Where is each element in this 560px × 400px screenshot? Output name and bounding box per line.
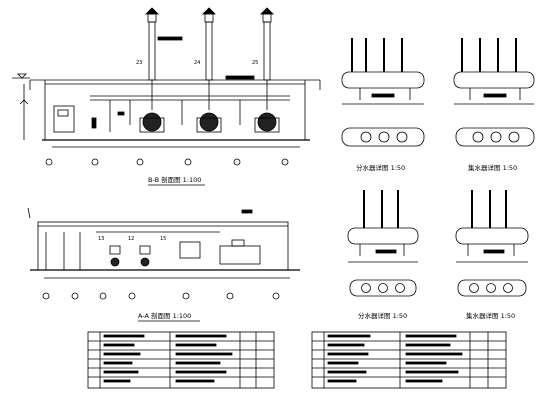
pump-1 bbox=[109, 245, 121, 267]
header-detail-bottom-left: 分水器详图 1:50 bbox=[347, 190, 419, 320]
section-bb-title: B-B 剖面图 1:100 bbox=[148, 175, 201, 184]
header-title-bottom-left: 分水器详图 1:50 bbox=[358, 311, 407, 320]
aa-tag-3: 15 bbox=[160, 236, 166, 242]
header-detail-top-left: 分水器详图 1:50 bbox=[341, 38, 425, 172]
boiler-3 bbox=[254, 80, 280, 133]
header-detail-top-right: 集水器详图 1:50 bbox=[453, 38, 535, 172]
section-aa-title: A-A 剖面图 1:100 bbox=[138, 311, 191, 320]
header-title-top-right: 集水器详图 1:50 bbox=[468, 163, 517, 172]
aa-tag-1: 13 bbox=[98, 236, 104, 242]
pump-2 bbox=[139, 245, 151, 267]
aa-tag-2: 12 bbox=[128, 236, 134, 242]
chimney-1 bbox=[145, 7, 159, 81]
equipment-table-right bbox=[311, 331, 507, 389]
stack-tag-2: 24 bbox=[194, 60, 200, 66]
header-title-bottom-right: 集水器详图 1:50 bbox=[466, 311, 515, 320]
boiler-1 bbox=[139, 80, 165, 133]
stack-tag-1: 23 bbox=[136, 60, 142, 66]
title-bar-block bbox=[157, 36, 183, 41]
equipment-table-left bbox=[87, 331, 275, 389]
chimney-2 bbox=[202, 7, 216, 81]
chimney-3 bbox=[260, 7, 274, 81]
stack-tag-3: 25 bbox=[252, 60, 258, 66]
header-title-top-left: 分水器详图 1:50 bbox=[356, 163, 405, 172]
section-bb: 23 24 25 bbox=[12, 7, 321, 186]
boiler-2 bbox=[196, 80, 222, 133]
header-detail-bottom-right: 集水器详图 1:50 bbox=[455, 190, 529, 320]
section-aa: 13 12 15 A-A 剖面图 1:100 bbox=[27, 207, 300, 322]
